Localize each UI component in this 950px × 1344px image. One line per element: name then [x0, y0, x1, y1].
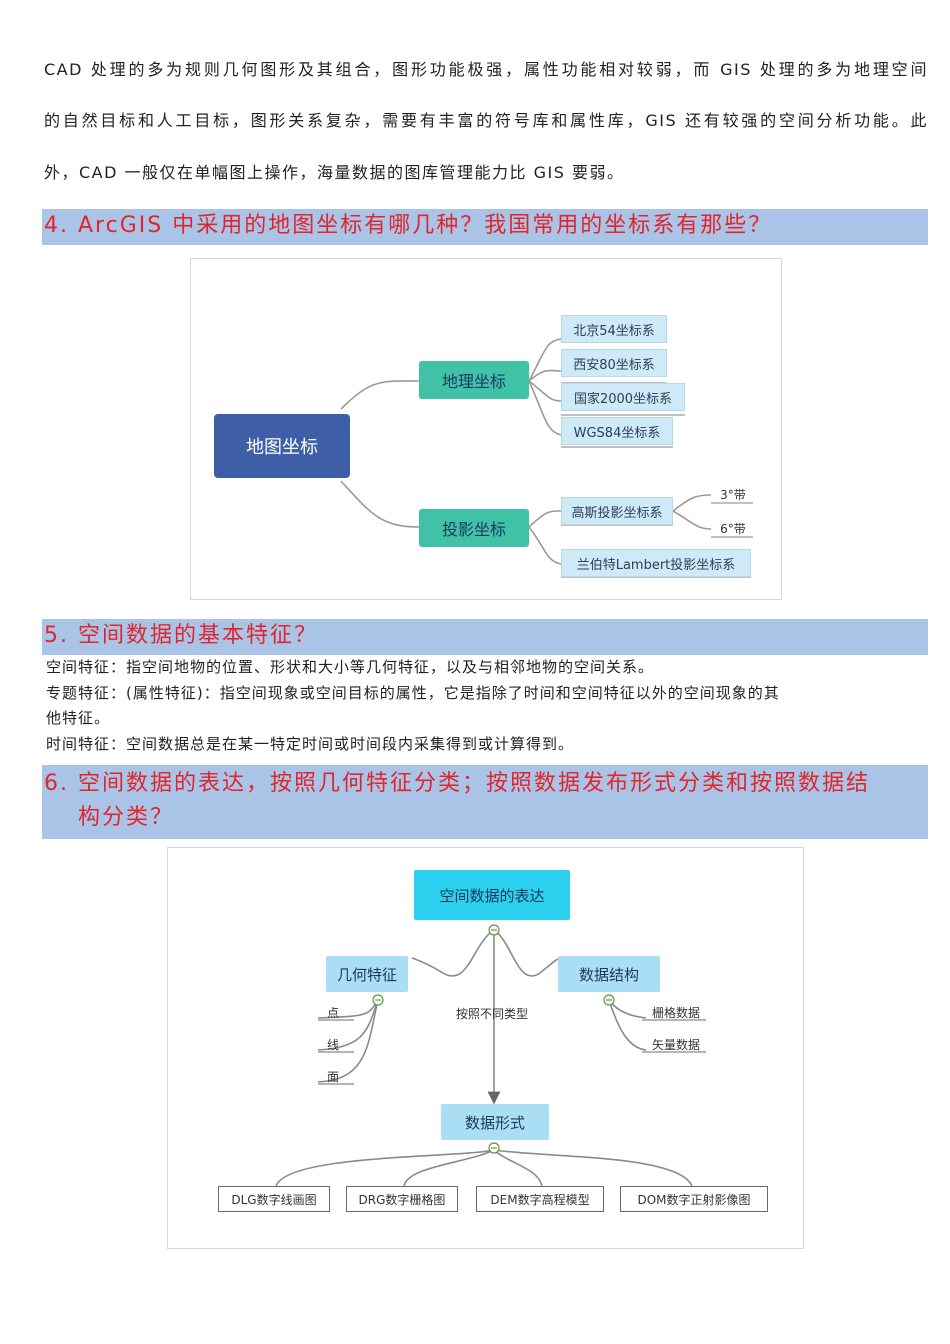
feature-thematic: 专题特征：(属性特征)：指空间现象或空间目标的属性，它是指除了时间和空间特征以外…: [46, 684, 780, 702]
section-5-title: 空间数据的基本特征？: [78, 623, 319, 648]
form-drg: DRG数字栅格图: [346, 1186, 458, 1212]
section-4-number: 4.: [44, 213, 69, 238]
section-6-title-line1-wrap: 6. 空间数据的表达，按照几何特征分类；按照数据发布形式分类和按照数据结: [44, 767, 928, 801]
spatial-data-diagram: 空间数据的表达 几何特征 数据结构 数据形式 按照不同类型 点 线 面 栅格数据…: [167, 847, 804, 1249]
geometry-polygon: 面: [326, 1069, 339, 1084]
structure-vector: 矢量数据: [651, 1037, 700, 1052]
feature-thematic-cont: 他特征。: [46, 709, 111, 727]
map-coordinates-diagram: 地图坐标 地理坐标 投影坐标 北京54坐标系 西安80坐标系 国家2000坐标系…: [190, 258, 782, 600]
gauss-band-3: 3°带: [720, 487, 746, 502]
geo-item-wgs84: WGS84坐标系: [561, 417, 673, 445]
edge-label-by-type: 按照不同类型: [455, 1006, 528, 1021]
geometry-line: 线: [326, 1037, 339, 1052]
geo-coord-node: 地理坐标: [419, 361, 529, 399]
section-6-title-line1: 空间数据的表达，按照几何特征分类；按照数据发布形式分类和按照数据结: [78, 771, 871, 796]
geo-item-cgcs2000: 国家2000坐标系: [561, 383, 685, 411]
proj-item-lambert: 兰伯特Lambert投影坐标系: [561, 549, 751, 577]
intro-line-1: CAD 处理的多为规则几何图形及其组合，图形功能极强，属性功能相对较弱，而 GI…: [44, 60, 928, 79]
section-6-heading: 6. 空间数据的表达，按照几何特征分类；按照数据发布形式分类和按照数据结 构分类？: [42, 765, 928, 839]
geometry-point: 点: [326, 1005, 339, 1020]
form-dlg: DLG数字线画图: [218, 1186, 330, 1212]
proj-item-gauss: 高斯投影坐标系: [561, 497, 673, 525]
section-5-number: 5.: [44, 623, 69, 648]
feature-temporal: 时间特征：空间数据总是在某一特定时间或时间段内采集得到或计算得到。: [46, 735, 575, 753]
geo-item-beijing54: 北京54坐标系: [561, 315, 667, 343]
form-dom: DOM数字正射影像图: [620, 1186, 768, 1212]
section-6-number: 6.: [44, 771, 69, 796]
form-dem: DEM数字高程模型: [476, 1186, 604, 1212]
section-4-heading: 4. ArcGIS 中采用的地图坐标有哪几种？我国常用的坐标系有那些？: [42, 209, 928, 245]
feature-spatial: 空间特征：指空间地物的位置、形状和大小等几何特征，以及与相邻地物的空间关系。: [46, 658, 655, 676]
geometry-node: 几何特征: [326, 956, 408, 992]
intro-line-3: 外，CAD 一般仅在单幅图上操作，海量数据的图库管理能力比 GIS 要弱。: [44, 163, 625, 182]
structure-raster: 栅格数据: [651, 1005, 700, 1020]
proj-coord-node: 投影坐标: [419, 509, 529, 547]
section-5-heading: 5. 空间数据的基本特征？: [42, 619, 928, 655]
geo-item-xian80: 西安80坐标系: [561, 349, 667, 377]
spatial-data-connectors: [275, 924, 706, 1187]
spatial-root-node: 空间数据的表达: [414, 870, 570, 920]
section-6-title-line2: 构分类？: [78, 805, 175, 830]
section-4-title: ArcGIS 中采用的地图坐标有哪几种？我国常用的坐标系有那些？: [78, 213, 773, 238]
intro-line-2: 的自然目标和人工目标，图形关系复杂，需要有丰富的符号库和属性库，GIS 还有较强…: [44, 111, 928, 130]
gauss-band-6: 6°带: [720, 521, 746, 536]
section-6-title-line2-wrap: 构分类？: [44, 801, 928, 835]
structure-node: 数据结构: [558, 956, 660, 992]
map-root-node: 地图坐标: [214, 414, 350, 478]
form-node: 数据形式: [441, 1104, 549, 1140]
